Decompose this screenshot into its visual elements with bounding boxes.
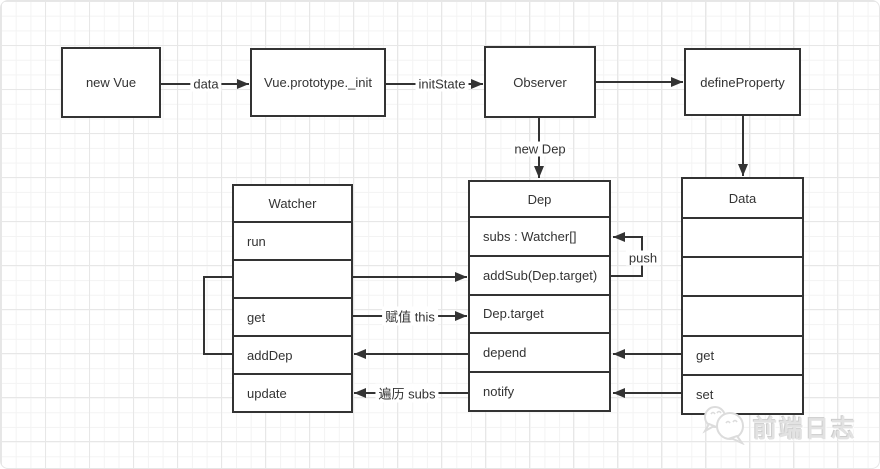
table-row: run bbox=[234, 221, 351, 259]
table-dep: Dep subs : Watcher[] addSub(Dep.target) … bbox=[468, 180, 611, 412]
node-vue-prototype-init: Vue.prototype._init bbox=[250, 48, 386, 117]
edge-label-push: push bbox=[625, 250, 661, 266]
table-row: get bbox=[683, 334, 802, 374]
table-row: update bbox=[234, 373, 351, 411]
table-row bbox=[683, 256, 802, 295]
watermark-text: 前端日志 bbox=[753, 416, 857, 443]
table-row: depend bbox=[470, 332, 609, 371]
node-defineproperty-label: defineProperty bbox=[700, 74, 785, 90]
table-watcher: Watcher run get addDep update bbox=[232, 184, 353, 413]
table-row bbox=[234, 259, 351, 297]
table-row: addDep bbox=[234, 335, 351, 373]
table-row bbox=[683, 295, 802, 334]
node-new-vue-label: new Vue bbox=[85, 75, 137, 90]
table-data-title: Data bbox=[728, 190, 757, 206]
table-row: subs : Watcher[] bbox=[470, 216, 609, 255]
table-row bbox=[683, 217, 802, 256]
node-new-vue: new Vue bbox=[61, 47, 161, 118]
table-row: get bbox=[234, 297, 351, 335]
node-observer-label: Observer bbox=[513, 74, 567, 90]
node-defineproperty: defineProperty bbox=[684, 48, 801, 116]
table-row: addSub(Dep.target) bbox=[470, 254, 609, 294]
edge-label-new-dep: new Dep bbox=[511, 141, 569, 157]
table-row: notify bbox=[470, 371, 609, 410]
chat-bubbles-icon bbox=[700, 403, 748, 450]
table-data: Data get set bbox=[681, 177, 804, 415]
edge-label-initstate: initState bbox=[415, 76, 469, 92]
node-observer: Observer bbox=[484, 46, 596, 118]
edge-watcher-side-loop bbox=[203, 276, 232, 355]
edge-label-data: data bbox=[190, 76, 222, 92]
watermark: 前端日志 bbox=[700, 403, 857, 450]
edge-label-iterate-subs: 遍历 subs bbox=[375, 383, 439, 403]
node-vue-prototype-init-label: Vue.prototype._init bbox=[264, 75, 372, 90]
table-row: Dep.target bbox=[470, 293, 609, 333]
edge-label-assign-this: 赋值 this bbox=[382, 306, 438, 326]
table-row: set bbox=[683, 373, 802, 413]
table-dep-title: Dep bbox=[527, 191, 552, 207]
table-watcher-title: Watcher bbox=[268, 196, 317, 211]
